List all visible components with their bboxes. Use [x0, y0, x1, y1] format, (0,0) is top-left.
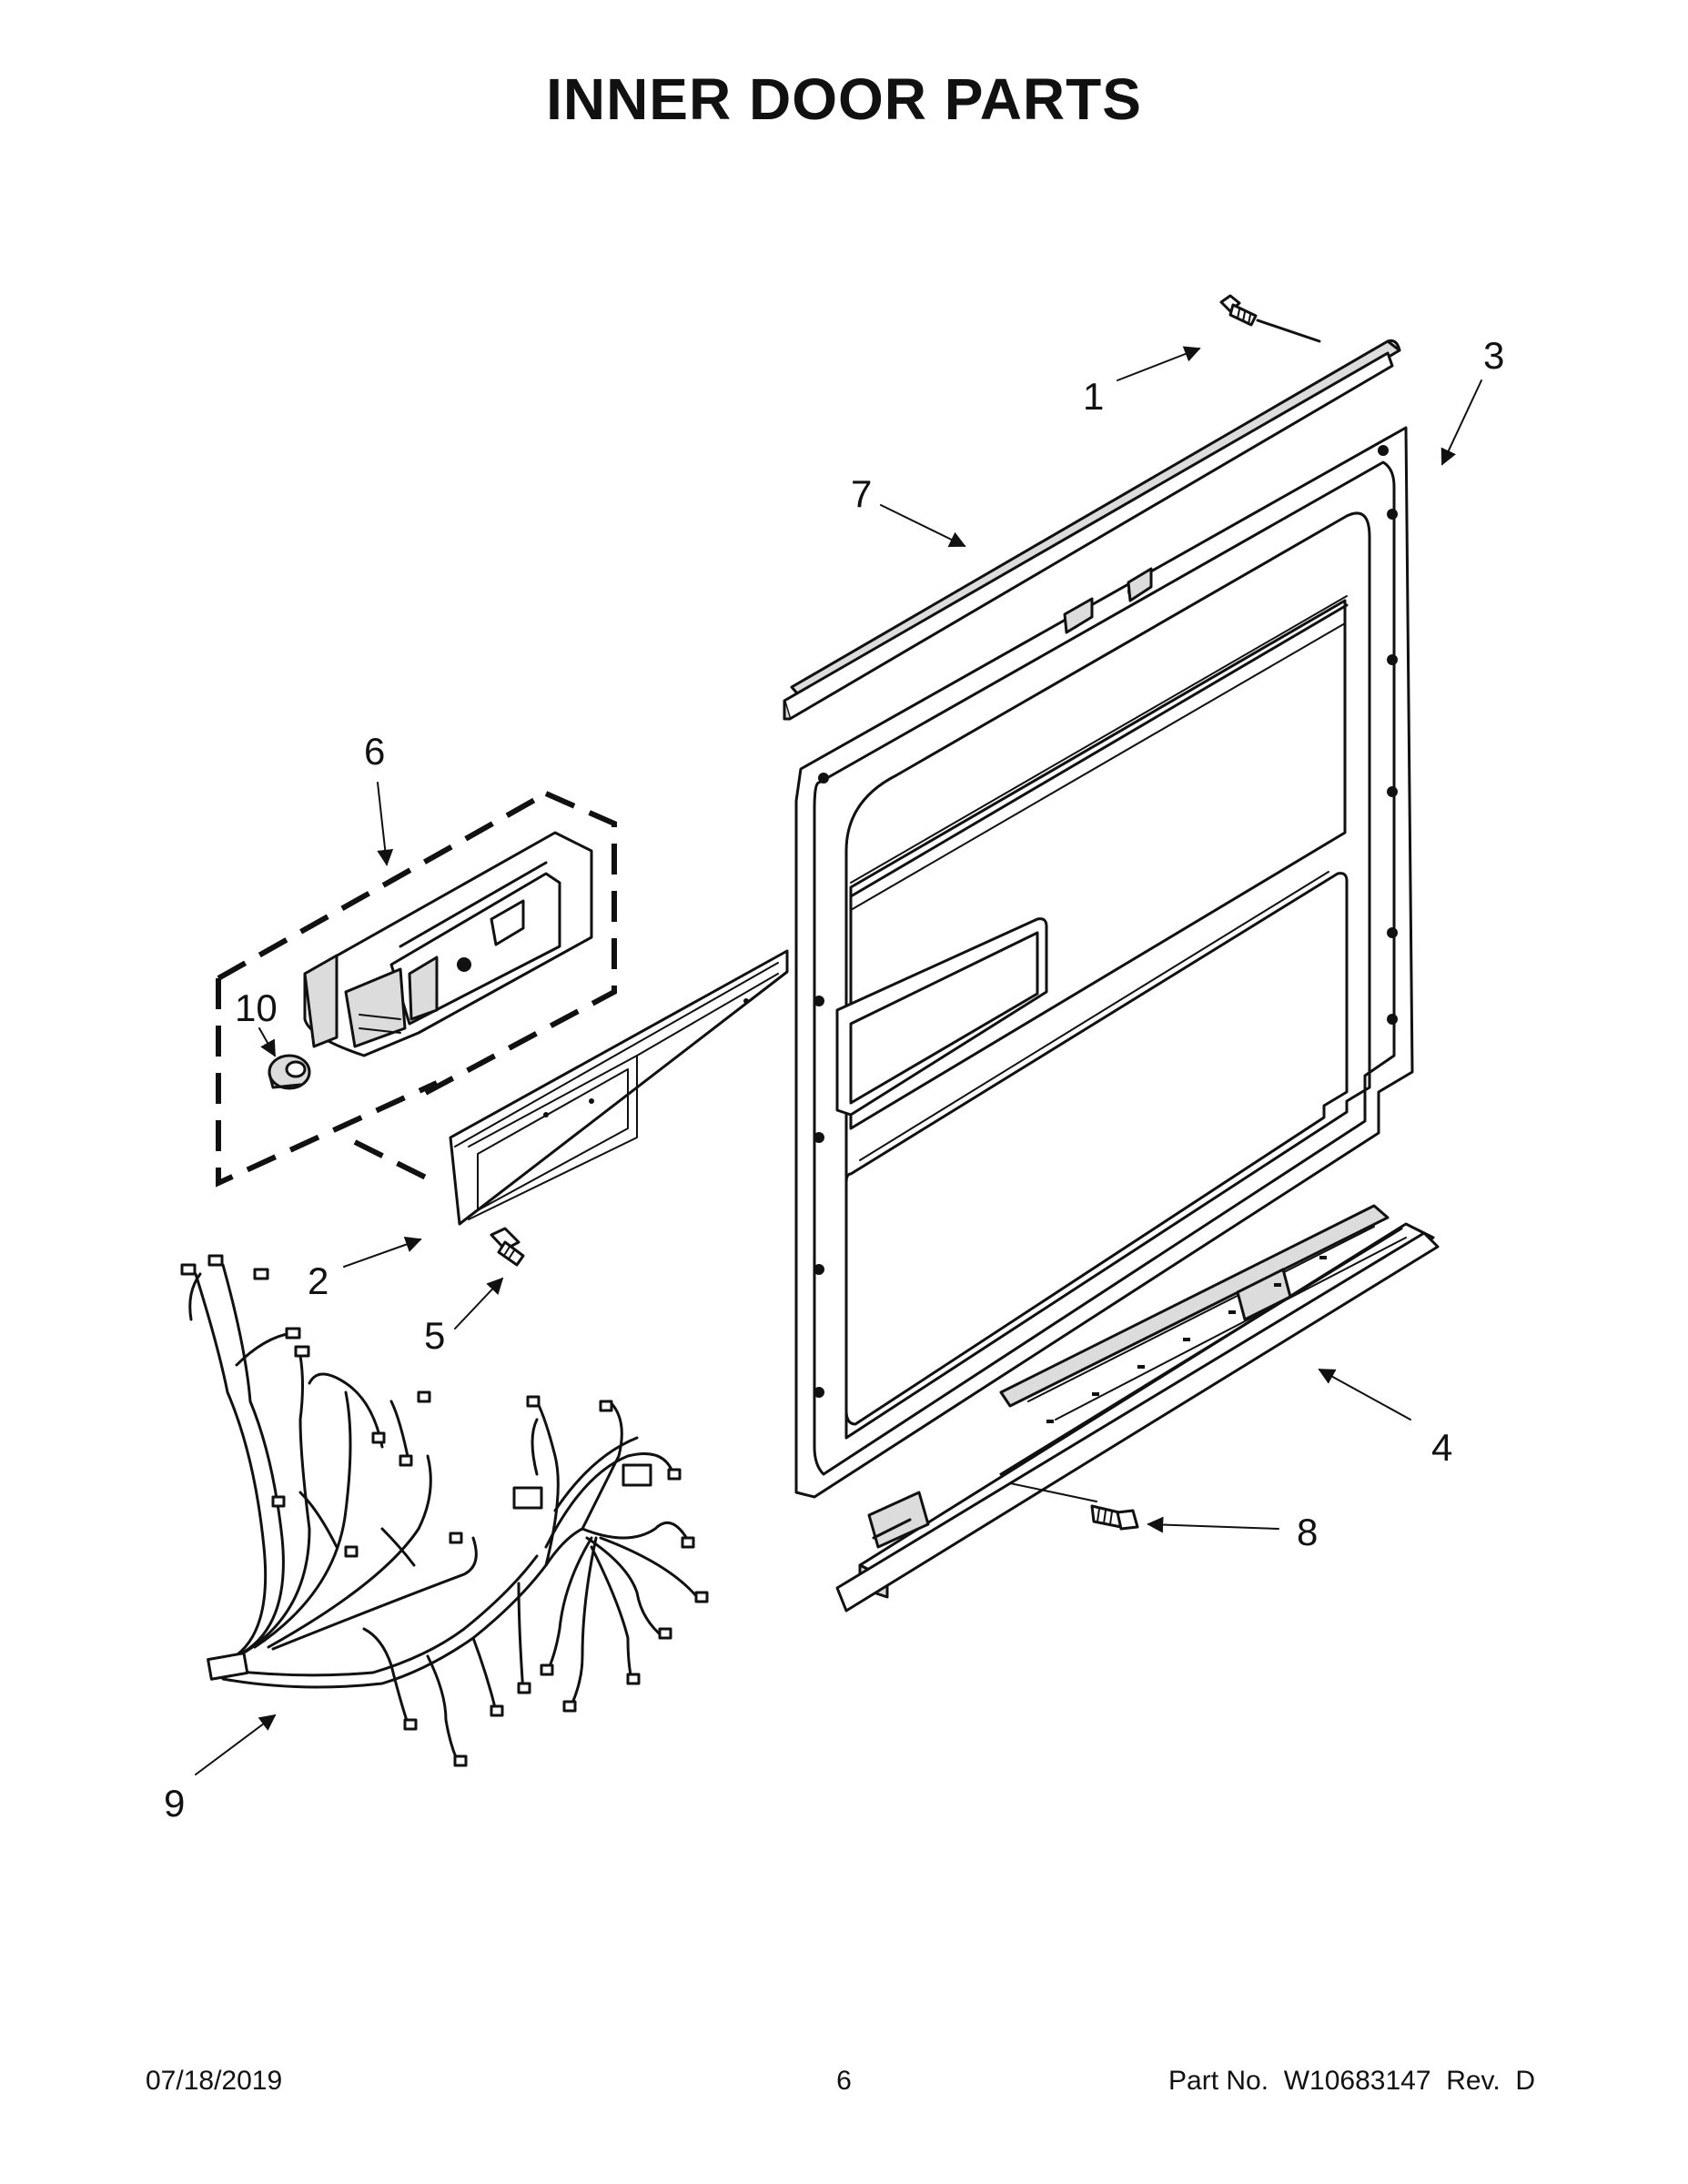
leader-7 — [880, 504, 966, 547]
callout-8: 8 — [1297, 1511, 1318, 1553]
top-seal-strip — [783, 339, 1401, 721]
wire-harness — [180, 1254, 709, 1767]
callout-3: 3 — [1483, 334, 1504, 377]
leader-8 — [1147, 1516, 1279, 1533]
leader-4 — [1318, 1369, 1411, 1421]
knob — [268, 1054, 311, 1090]
callout-10: 10 — [235, 986, 278, 1029]
leader-3 — [1440, 379, 1482, 466]
leader-arrows — [195, 346, 1482, 1775]
gasket-screw — [490, 1227, 525, 1267]
leader-5 — [454, 1277, 504, 1330]
callout-2: 2 — [308, 1259, 329, 1302]
leader-2 — [343, 1236, 422, 1268]
callout-labels: 1 2 3 4 5 6 7 8 9 10 — [164, 334, 1504, 1825]
control-module — [216, 791, 617, 1188]
top-screw — [1219, 294, 1321, 343]
bottom-vent-rail — [835, 1204, 1440, 1613]
leader-6 — [377, 782, 394, 866]
page-title: INNER DOOR PARTS — [546, 66, 1142, 132]
inner-door-panel — [794, 426, 1414, 1499]
callout-5: 5 — [424, 1314, 445, 1357]
footer-date: 07/18/2019 — [146, 2066, 283, 2096]
callout-9: 9 — [164, 1782, 185, 1825]
callout-6: 6 — [364, 730, 385, 773]
callout-1: 1 — [1083, 375, 1104, 418]
leader-10 — [258, 1027, 276, 1057]
footer-part-number: Part No. W10683147 Rev. D — [1168, 2066, 1535, 2096]
gasket-plate — [449, 949, 789, 1226]
callout-4: 4 — [1431, 1426, 1452, 1469]
bottom-screw — [1090, 1504, 1139, 1531]
leader-1 — [1117, 346, 1201, 381]
footer-page-number: 6 — [836, 2066, 852, 2096]
callout-7: 7 — [851, 472, 872, 515]
leader-9 — [195, 1714, 277, 1775]
